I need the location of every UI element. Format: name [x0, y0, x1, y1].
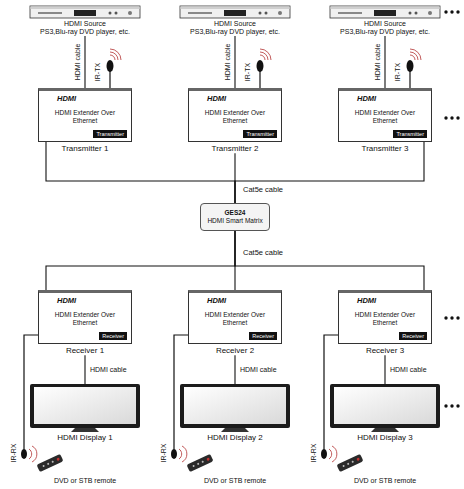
display-caption: HDMI Display 2 — [180, 433, 290, 442]
cable-label: HDMI cable — [239, 366, 278, 373]
cable-label: HDMI cable — [89, 366, 128, 373]
hdmi-logo: HDMI — [357, 297, 376, 305]
unit-tag: Receiver — [399, 332, 427, 340]
more-dots — [444, 116, 459, 119]
display-node: HDMI Display 3 — [330, 384, 440, 442]
ir-label: IR-TX — [94, 62, 102, 82]
cable-label: Cat5e cable — [242, 186, 284, 194]
switch-name: HDMI Smart Matrix — [204, 217, 266, 225]
unit-caption: Receiver 1 — [38, 346, 132, 355]
unit-caption: Receiver 3 — [338, 346, 432, 355]
matrix-switch: GES24HDMI Smart Matrix — [200, 203, 270, 231]
source-desc: PS3,Blu-ray DVD player, etc. — [180, 28, 290, 36]
unit-caption: Transmitter 3 — [338, 144, 432, 153]
extender-box: HDMI HDMI Extender Over EthernetReceiver — [338, 290, 432, 344]
source-device — [180, 6, 290, 18]
display-monitor — [30, 384, 140, 432]
source-desc: PS3,Blu-ray DVD player, etc. — [330, 28, 440, 36]
model-name: GES24 — [204, 209, 266, 217]
more-dots — [444, 10, 459, 13]
cable-line — [384, 36, 385, 88]
cable-line — [384, 355, 385, 384]
extender-box: HDMI HDMI Extender Over EthernetTransmitt… — [188, 88, 282, 142]
unit-tag: Transmitter — [93, 130, 127, 138]
ir-label: IR-TX — [244, 62, 252, 82]
more-dots — [444, 404, 459, 407]
extender-node: HDMI HDMI Extender Over EthernetTransmitt… — [338, 88, 432, 153]
ir-receiver — [321, 335, 363, 472]
extender-node: HDMI HDMI Extender Over EthernetTransmitt… — [38, 88, 132, 153]
ir-label: IR-RX — [10, 442, 18, 463]
product-name: HDMI Extender Over Ethernet — [43, 109, 127, 124]
source-desc: PS3,Blu-ray DVD player, etc. — [30, 28, 140, 36]
display-node: HDMI Display 1 — [30, 384, 140, 442]
source-title: HDMI Source — [180, 20, 290, 28]
extender-node: HDMI HDMI Extender Over EthernetReceiverR… — [338, 290, 432, 355]
ir-transmitter — [257, 49, 272, 88]
source-device — [330, 6, 440, 18]
product-name: HDMI Extender Over Ethernet — [343, 311, 427, 326]
display-monitor — [180, 384, 290, 432]
ir-label: IR-RX — [310, 442, 318, 463]
product-name: HDMI Extender Over Ethernet — [193, 109, 277, 124]
cable-label: HDMI cable — [374, 43, 381, 82]
ir-label: IR-RX — [160, 442, 168, 463]
remote-label: DVD or STB remote — [53, 477, 117, 485]
extender-node: HDMI HDMI Extender Over EthernetReceiverR… — [38, 290, 132, 355]
unit-tag: Receiver — [99, 332, 127, 340]
source-node: HDMI SourcePS3,Blu-ray DVD player, etc. — [330, 4, 440, 36]
cable-label: HDMI cable — [224, 43, 231, 82]
cable-line — [235, 231, 424, 290]
source-device — [30, 6, 140, 18]
display-node: HDMI Display 2 — [180, 384, 290, 442]
unit-caption: Receiver 2 — [188, 346, 282, 355]
cable-line — [234, 36, 235, 88]
remote-label: DVD or STB remote — [353, 477, 417, 485]
extender-box: HDMI HDMI Extender Over EthernetReceiver — [38, 290, 132, 344]
remote-label: DVD or STB remote — [203, 477, 267, 485]
extender-box: HDMI HDMI Extender Over EthernetTransmitt… — [38, 88, 132, 142]
hdmi-logo: HDMI — [207, 95, 226, 103]
extender-node: HDMI HDMI Extender Over EthernetReceiverR… — [188, 290, 282, 355]
unit-caption: Transmitter 1 — [38, 144, 132, 153]
unit-tag: Transmitter — [393, 130, 427, 138]
display-monitor — [330, 384, 440, 432]
cable-line — [234, 355, 235, 384]
extender-box: HDMI HDMI Extender Over EthernetReceiver — [188, 290, 282, 344]
source-node: HDMI SourcePS3,Blu-ray DVD player, etc. — [180, 4, 290, 36]
more-dots — [444, 316, 459, 319]
hdmi-logo: HDMI — [207, 297, 226, 305]
cable-line — [46, 231, 235, 290]
extender-node: HDMI HDMI Extender Over EthernetTransmitt… — [188, 88, 282, 153]
product-name: HDMI Extender Over Ethernet — [343, 109, 427, 124]
source-node: HDMI SourcePS3,Blu-ray DVD player, etc. — [30, 4, 140, 36]
cable-line — [84, 355, 85, 384]
hdmi-logo: HDMI — [57, 297, 76, 305]
ir-transmitter — [407, 49, 422, 88]
ir-transmitter — [107, 49, 122, 88]
hdmi-logo: HDMI — [357, 95, 376, 103]
display-caption: HDMI Display 3 — [330, 433, 440, 442]
unit-caption: Transmitter 2 — [188, 144, 282, 153]
ir-receiver — [21, 335, 63, 472]
product-name: HDMI Extender Over Ethernet — [193, 311, 277, 326]
display-caption: HDMI Display 1 — [30, 433, 140, 442]
extender-box: HDMI HDMI Extender Over EthernetTransmitt… — [338, 88, 432, 142]
ir-label: IR-TX — [394, 62, 402, 82]
hdmi-logo: HDMI — [57, 95, 76, 103]
source-title: HDMI Source — [330, 20, 440, 28]
product-name: HDMI Extender Over Ethernet — [43, 311, 127, 326]
ir-receiver — [171, 335, 213, 472]
cable-label: HDMI cable — [74, 43, 81, 82]
unit-tag: Transmitter — [243, 130, 277, 138]
cable-line — [84, 36, 85, 88]
source-title: HDMI Source — [30, 20, 140, 28]
cable-label: Cat5e cable — [242, 249, 284, 257]
cable-label: HDMI cable — [389, 366, 428, 373]
unit-tag: Receiver — [249, 332, 277, 340]
